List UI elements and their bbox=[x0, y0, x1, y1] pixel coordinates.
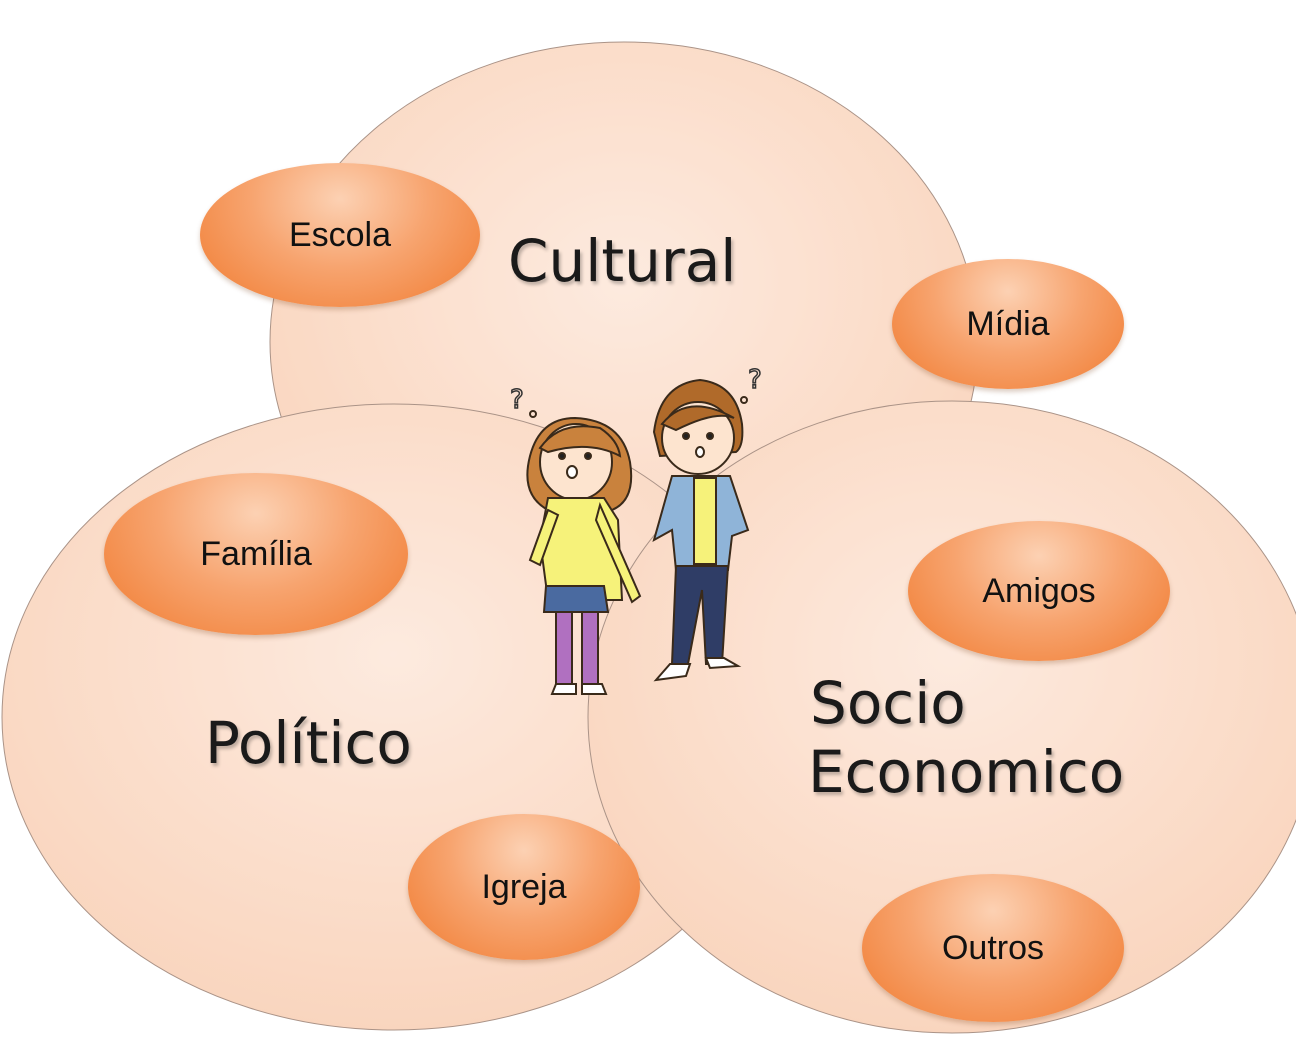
influence-outros: Outros bbox=[862, 874, 1124, 1022]
question-mark-icon: ? bbox=[510, 385, 524, 415]
influence-escola: Escola bbox=[200, 163, 480, 307]
influence-label: Amigos bbox=[982, 571, 1096, 610]
influence-midia: Mídia bbox=[892, 259, 1124, 389]
influence-label: Outros bbox=[941, 928, 1045, 967]
question-mark-icon: ? bbox=[748, 365, 762, 395]
girl-thinking-figure: ? bbox=[509, 384, 642, 695]
influence-label: Mídia bbox=[966, 304, 1050, 343]
influence-label: Família bbox=[200, 534, 312, 573]
circle-label-socio: Socio bbox=[810, 669, 966, 737]
boy-thinking-figure: ? bbox=[652, 364, 763, 682]
influence-familia: Família bbox=[104, 473, 408, 635]
influence-amigos: Amigos bbox=[908, 521, 1170, 661]
circle-label-politico: Político bbox=[205, 709, 412, 777]
circle-label-cultural: Cultural bbox=[508, 227, 737, 295]
influence-label: Escola bbox=[288, 215, 392, 254]
influence-label: Igreja bbox=[481, 867, 567, 906]
influence-igreja: Igreja bbox=[408, 814, 640, 960]
circle-label-economico: Economico bbox=[808, 738, 1125, 806]
